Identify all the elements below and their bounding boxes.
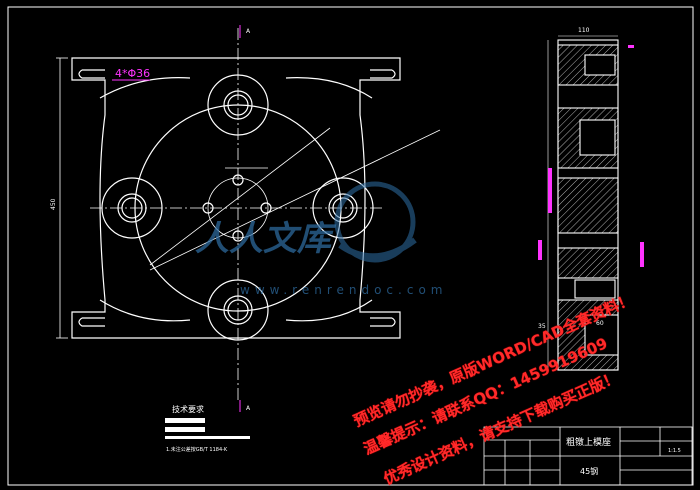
scale: 1:1.5 <box>668 448 681 454</box>
dim-small: 35 <box>538 323 546 330</box>
watermark-url: www.renrendoc.com <box>240 283 447 297</box>
watermark-logo <box>334 181 417 263</box>
tech-req-bars <box>165 418 250 439</box>
sheet-border <box>7 6 694 486</box>
dim-offset: 60 <box>596 320 604 327</box>
section-view <box>547 35 619 371</box>
plate-outline <box>71 57 401 339</box>
watermark-brand: 人人文库 <box>195 219 337 259</box>
dim-width: 110 <box>578 27 590 34</box>
dim-height: 450 <box>50 198 57 210</box>
tolerance-markers <box>538 45 644 267</box>
tech-req-title: 技术要求 <box>172 404 204 414</box>
section-label-bottom: A <box>246 405 251 412</box>
title-block <box>483 426 693 486</box>
section-label-top: A <box>246 28 251 35</box>
center-lines <box>90 28 385 400</box>
tech-req-note: 1.未注公差按GB/T 1184-K <box>166 446 228 453</box>
material: 45钢 <box>580 466 598 476</box>
part-name: 粗镦上模座 <box>566 436 611 448</box>
front-view <box>56 57 441 341</box>
hole-note: 4*Φ36 <box>115 67 150 80</box>
